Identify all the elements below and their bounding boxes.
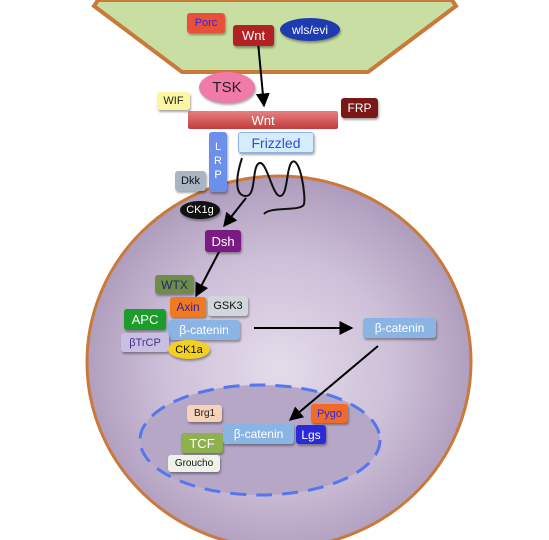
brg1-label: Brg1	[187, 405, 222, 422]
btrcp-label: βTrCP	[121, 333, 169, 352]
groucho-label: Groucho	[168, 455, 220, 472]
beta-catenin-nuclear-label: β-catenin	[223, 424, 294, 444]
arrow-frizzled-to-dsh	[223, 197, 247, 228]
frp-label: FRP	[341, 98, 378, 118]
wif-label: WIF	[157, 92, 190, 110]
arrow-dsh-to-complex	[195, 249, 221, 298]
tsk-label: TSK	[199, 72, 255, 103]
arrow-free-catenin-to-nucleus	[288, 345, 379, 421]
wls-evi-label: wls/evi	[280, 18, 340, 41]
wnt-receptor-bar	[188, 111, 338, 129]
wnt-secreted-label: Wnt	[233, 25, 274, 46]
gsk3-label: GSK3	[208, 296, 248, 316]
pygo-label: Pygo	[311, 404, 348, 423]
lgs-label: Lgs	[296, 425, 326, 444]
ck1g-label: CK1g	[180, 201, 220, 219]
wtx-label: WTX	[155, 275, 194, 294]
dkk-label: Dkk	[175, 171, 206, 191]
lrp-label: LRP	[209, 132, 227, 192]
ck1a-label: CK1a	[168, 340, 210, 359]
arrow-wnt-to-receptor	[255, 41, 270, 108]
apc-label: APC	[124, 309, 166, 330]
frizzled-label: Frizzled	[238, 132, 314, 153]
beta-catenin-free-label: β-catenin	[363, 318, 436, 338]
porc-label: Porc	[187, 13, 225, 33]
beta-catenin-complex-label: β-catenin	[168, 320, 240, 340]
tcf-label: TCF	[181, 433, 223, 453]
frizzled-loops	[236, 157, 306, 215]
axin-label: Axin	[170, 297, 206, 317]
sending-cell	[91, 0, 459, 74]
wnt-receptor-label: Wnt	[251, 112, 275, 128]
lrp-text: LRP	[212, 141, 224, 183]
dsh-label: Dsh	[205, 230, 241, 252]
